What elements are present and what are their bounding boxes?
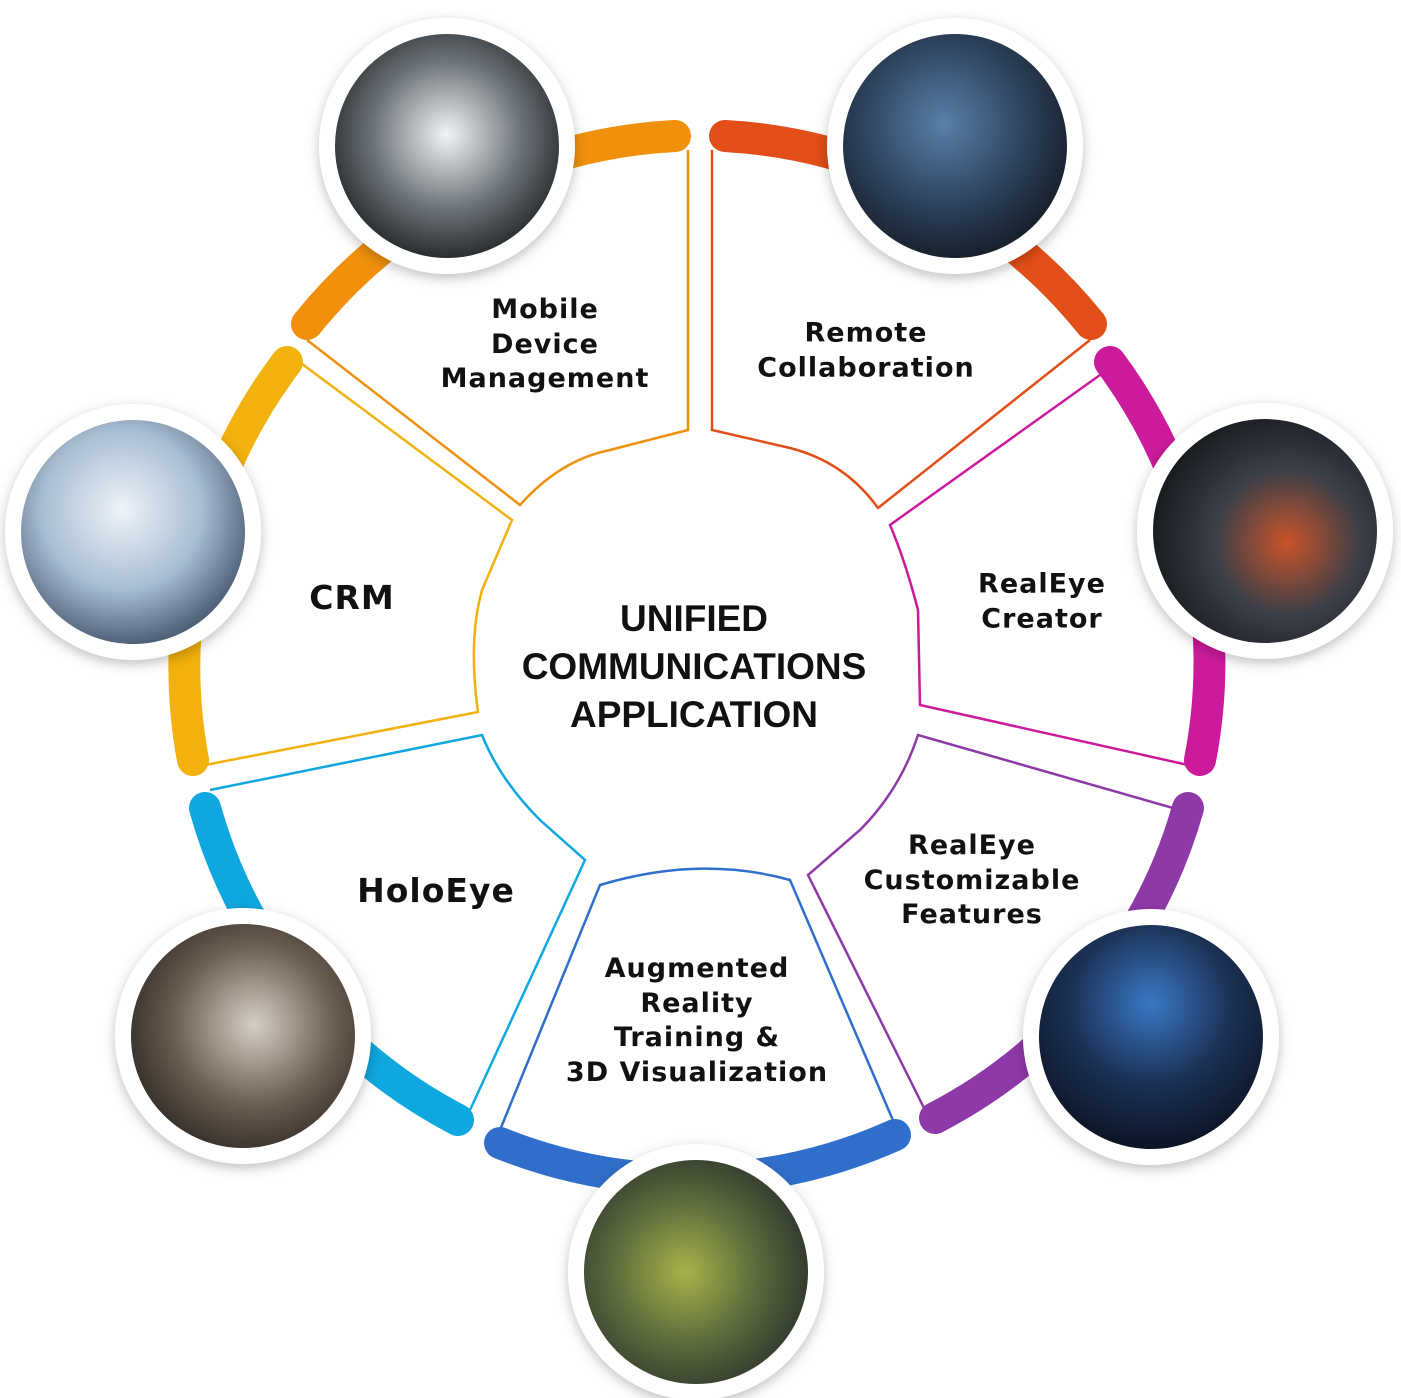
outline-crm [204,353,514,767]
outline-creator [888,373,1189,767]
segment-label-crm: CRM [309,577,395,617]
photo-image [843,34,1067,258]
team-hologram-photo-icon [115,908,371,1164]
outline-mdm [306,150,690,507]
handshake-photo-icon [5,404,261,660]
outline-remote [710,150,1091,510]
photo-image [335,34,559,258]
engine-hologram-photo-icon [568,1144,824,1398]
field-worker-photo-icon [827,18,1083,274]
control-room-photo-icon [1023,909,1279,1165]
segment-label-holo: HoloEye [357,870,515,910]
segment-label-mdm: Mobile Device Management [440,294,650,395]
photo-image [21,420,245,644]
segment-outlines [204,150,1189,1131]
segment-label-creator: RealEye Creator [978,568,1106,634]
segment-label-remote: Remote Collaboration [757,317,975,383]
laptop-dashboard-photo-icon [319,18,575,274]
photo-image [584,1160,808,1384]
segment-label-custom: RealEye Customizable Features [863,830,1081,931]
outline-custom [806,733,1181,1111]
segment-label-ar: Augmented Reality Training & 3D Visualiz… [565,952,829,1088]
center-title: UNIFIED COMMUNICATIONS APPLICATION [521,597,867,736]
outline-ar [498,867,897,1131]
photo-image [1039,925,1263,1149]
photo-image [1153,419,1377,643]
photo-image [131,924,355,1148]
outline-holo [209,733,587,1111]
engineer-tablet-photo-icon [1137,403,1393,659]
